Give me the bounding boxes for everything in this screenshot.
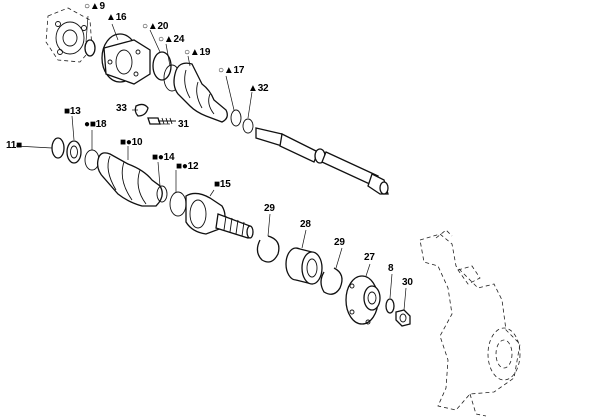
callout-19: ○▲19 xyxy=(184,47,211,58)
callout-30: 30 xyxy=(402,277,413,288)
part-drive-shaft xyxy=(255,127,389,195)
callout-15: ■15 xyxy=(214,179,231,190)
callout-9: ○▲9 xyxy=(84,1,105,12)
callout-28: 28 xyxy=(300,219,311,230)
callout-29a: 29 xyxy=(264,203,275,214)
callout-33: 33 xyxy=(116,103,127,114)
callout-31: 31 xyxy=(178,119,189,130)
callout-18: ●■18 xyxy=(84,119,107,130)
part-cv-joint-15 xyxy=(185,192,254,239)
part-boot-19 xyxy=(173,62,228,123)
part-bearing-28 xyxy=(285,247,323,285)
callout-29b: 29 xyxy=(334,237,345,248)
part-cap-20 xyxy=(152,51,172,81)
callout-12: ■●12 xyxy=(176,161,199,172)
part-clamp-17 xyxy=(230,109,242,127)
part-washer-33 xyxy=(134,103,149,117)
callout-13: ■13 xyxy=(64,106,81,117)
part-steering-knuckle xyxy=(419,229,521,417)
part-seal-13 xyxy=(66,140,82,164)
callout-27: 27 xyxy=(364,252,375,263)
part-boot-10 xyxy=(96,152,163,207)
part-clamp-14 xyxy=(156,185,168,203)
part-circlip-32 xyxy=(242,118,254,134)
part-circlip-29b xyxy=(320,267,343,295)
callout-20: ○▲20 xyxy=(142,21,169,32)
part-bolt-31 xyxy=(147,117,176,125)
part-circlip-29a xyxy=(256,235,280,263)
callout-10: ■●10 xyxy=(120,137,143,148)
callout-17: ○▲17 xyxy=(218,65,245,76)
callout-14: ■●14 xyxy=(152,152,175,163)
part-flange-9 xyxy=(45,7,96,63)
callout-11: 11■ xyxy=(6,140,23,151)
callout-32: ▲32 xyxy=(248,83,269,94)
part-washer-8 xyxy=(385,298,395,314)
part-hub-27 xyxy=(345,275,381,325)
callout-24: ○▲24 xyxy=(158,34,185,45)
part-cv-joint-16 xyxy=(101,33,151,85)
leader-lines xyxy=(15,15,407,311)
callout-16: ▲16 xyxy=(106,12,127,23)
callout-8: 8 xyxy=(388,263,394,274)
